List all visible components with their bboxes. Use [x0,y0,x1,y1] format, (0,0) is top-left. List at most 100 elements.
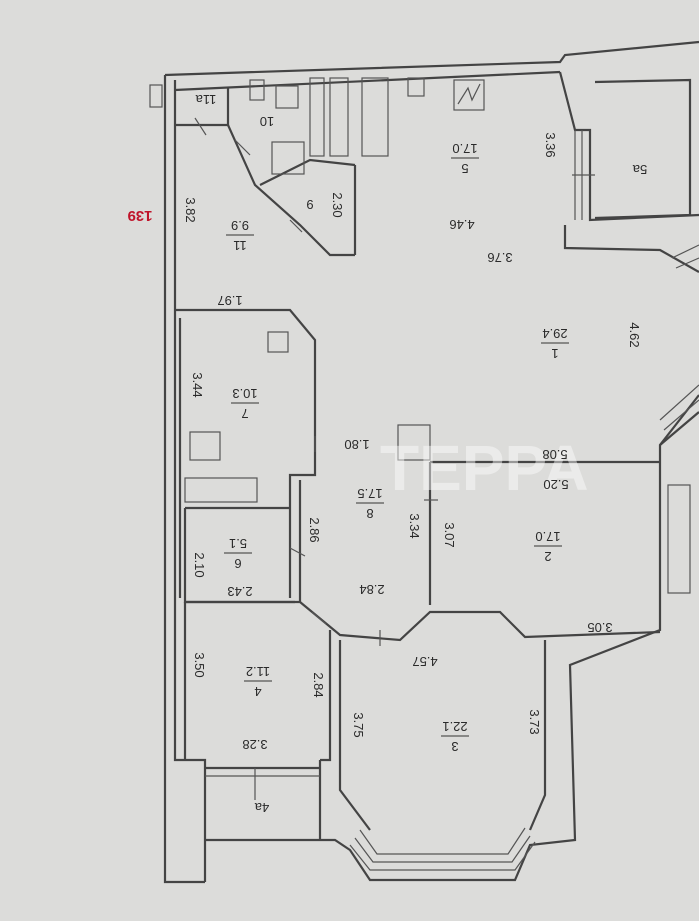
dimension-label: 4.46 [449,217,474,232]
room-number: 5 [461,161,468,176]
wall-3-west [338,640,371,831]
door-10 [234,139,251,156]
dimension-label: 3.73 [527,709,542,734]
room-number: 11a [195,92,216,107]
wall-east-upper [563,225,699,273]
wall-7-east [175,308,317,598]
bay-line-2 [354,835,531,863]
column [397,424,431,461]
room-area: 17.0 [535,529,560,544]
door-6 [289,547,306,557]
room-label-10: 10 [260,114,274,129]
room-label-9: 9 [306,197,313,212]
room-label-2: 217.0 [534,529,562,564]
wall-west-inner [173,80,185,762]
dimension-label: 2.30 [330,192,345,217]
room-number: 1 [551,346,558,361]
watermark: TEPPA [380,432,589,504]
niche-west [149,84,163,108]
room-area: 9.9 [231,218,249,233]
wall-east-mid [659,411,699,446]
dimension-label: 1.97 [217,293,242,308]
dimension-label: 2.84 [359,582,384,597]
dimension-label: 3.05 [587,620,612,635]
dimension-label: 3.75 [351,712,366,737]
room-label-4a: 4a [254,800,269,815]
wall-8-2-south [185,600,661,642]
door-11a [194,117,207,136]
room-number: 5a [632,162,647,177]
room-number: 9 [306,197,313,212]
dimension-labels: 3.821.973.442.102.432.863.503.282.841.80… [183,132,642,752]
room-label-3: 322.1 [441,719,469,754]
dimension-label: 2.84 [311,672,326,697]
room-area: 17.0 [452,141,477,156]
window-east-3 [671,244,699,259]
toilet-7 [189,431,221,461]
dimension-label: 2.10 [192,552,207,577]
wall-4a-west [185,758,207,882]
wall-west [163,75,205,884]
room-label-7: 710.3 [231,386,259,421]
bay-line-3 [359,827,526,855]
boiler-zigzag-icon [457,83,481,105]
room-area: 5.1 [229,536,247,551]
dimension-label: 4.62 [627,322,642,347]
room-number: 8 [366,506,373,521]
room-label-5: 517.0 [451,141,479,176]
room-number: 2 [544,549,551,564]
bath-fixture [249,79,265,101]
room-number: 6 [234,556,241,571]
shower-10 [271,141,305,175]
dimension-label: 2.86 [307,517,322,542]
closet-1 [309,77,325,157]
stove-vent [407,77,425,97]
door-9 [289,219,303,233]
room-label-5a: 5a [632,162,647,177]
window-east-2 [663,399,699,431]
window-east-4 [675,257,699,269]
closet-2 [329,77,349,157]
wall-3-east [528,640,547,831]
room-area: 29.4 [542,326,567,341]
window-2 [667,484,691,594]
dimension-label: 5.20 [543,477,568,492]
room-number: 7 [241,406,248,421]
fixtures [149,77,699,594]
dimension-label: 3.07 [442,522,457,547]
room-number: 3 [451,739,458,754]
wall-4-east [320,630,332,762]
wall-north [164,40,699,77]
room-number: 11 [233,238,247,253]
dimension-label: 3.36 [543,132,558,157]
closet-3 [361,77,389,157]
dimension-label: 2.43 [227,584,252,599]
wall-10-9 [226,124,355,257]
room-area: 10.3 [232,386,257,401]
room-number: 10 [260,114,274,129]
room-area: 17.5 [357,486,382,501]
bay-window-3 [349,827,536,871]
wall-balcony-5a [594,78,692,220]
wall-balcony-5a-outer [558,71,699,222]
outer-walls [163,40,699,884]
room-labels: 129.4217.0322.1411.24a517.05a65.1710.381… [195,92,647,815]
bay-line-1 [349,841,536,871]
room-number: 4a [254,800,269,815]
fixture-7 [267,331,289,353]
dimension-label: 3.50 [192,652,207,677]
room-label-6: 65.1 [224,536,252,571]
room-label-4: 411.2 [244,664,272,699]
room-number: 4 [254,684,261,699]
tub-7 [184,477,258,503]
dimension-label: 3.34 [407,513,422,538]
dimension-label: 4.57 [412,654,437,669]
window-east-1 [659,384,699,421]
room-label-8: 817.5 [356,486,384,521]
dimension-label: 1.80 [344,437,369,452]
wall-north-inner [174,70,561,92]
door-marks [194,117,595,800]
wall-10-bottom [259,158,356,186]
room-label-11: 119.9 [226,218,254,253]
toilet-10 [275,85,299,109]
